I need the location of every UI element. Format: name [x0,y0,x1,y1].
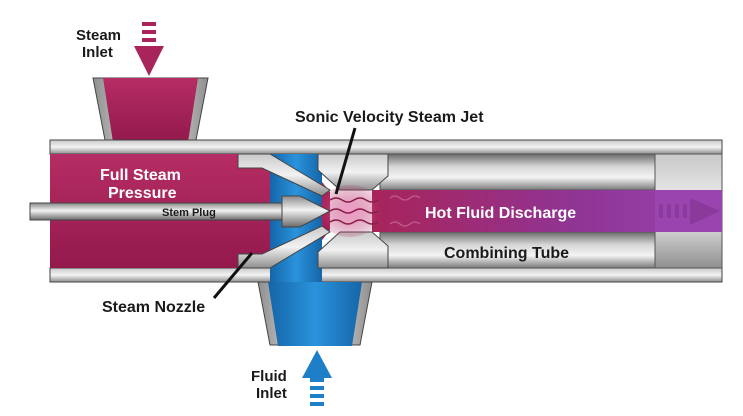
steam-inlet-funnel [92,77,209,142]
stem-plug [29,195,332,228]
steam-inlet-label-1: Steam [76,27,121,44]
sonic-jet [318,185,382,237]
steam-nozzle-label: Steam Nozzle [102,299,205,316]
full-steam-label-1: Full Steam [100,167,181,184]
fluid-inlet-label-2: Inlet [256,385,287,402]
combining-tube-label: Combining Tube [444,245,569,262]
fluid-inlet-arrow-icon [302,350,332,406]
full-steam-label-2: Pressure [108,185,177,202]
hot-fluid-stream [372,190,722,232]
leader-lines [212,127,357,299]
fluid-inlet-label-1: Fluid [251,368,287,385]
discharge-waves [389,195,421,227]
steam-inlet-label-2: Inlet [82,44,113,61]
steam-nozzle-walls [237,153,389,269]
steam-inlet-arrow-icon [134,22,164,76]
discharge-arrow-icon [659,198,720,225]
stem-plug-label: Stem Plug [162,207,216,219]
hot-fluid-label: Hot Fluid Discharge [425,205,576,222]
sonic-jet-label: Sonic Velocity Steam Jet [295,109,484,126]
combining-tube [379,153,723,269]
body-outer-wall [49,139,723,283]
